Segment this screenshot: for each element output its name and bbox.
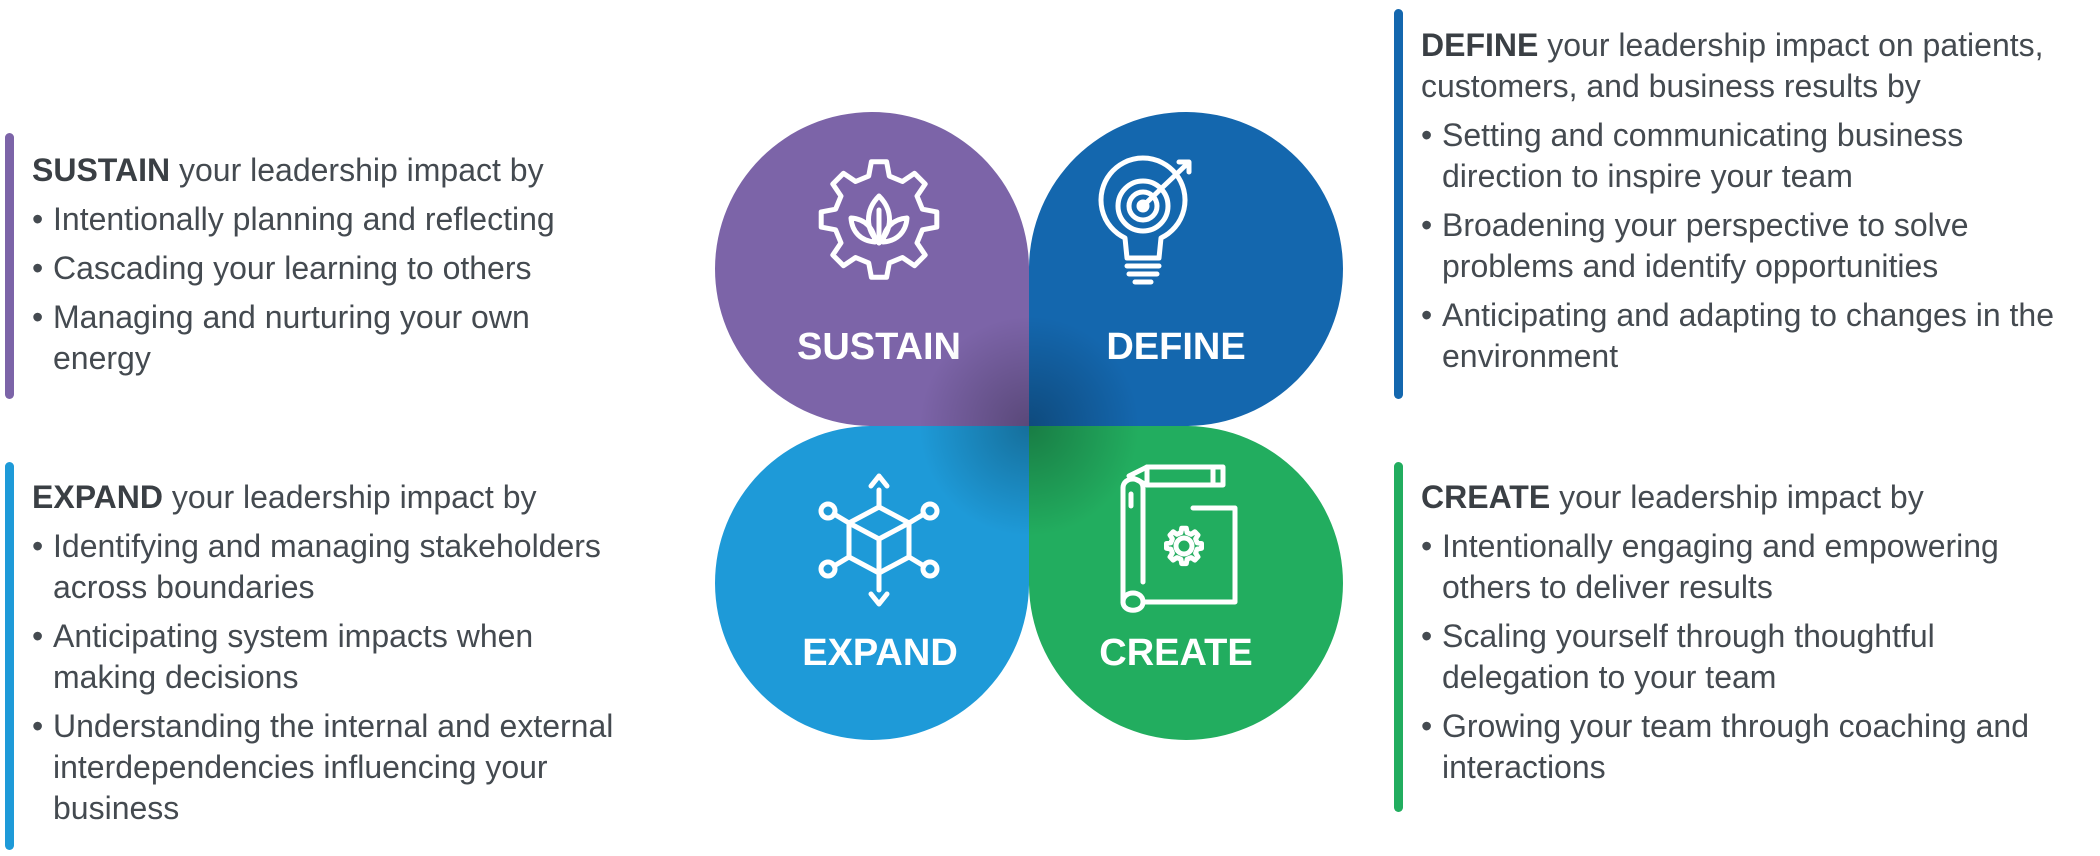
blueprint-pencil-icon bbox=[1120, 464, 1238, 613]
list-item: Managing and nurturing your own energy bbox=[32, 297, 617, 379]
create-keyword: CREATE bbox=[1421, 479, 1551, 515]
sustain-petal: SUSTAIN bbox=[715, 112, 1029, 426]
sustain-label: SUSTAIN bbox=[797, 326, 961, 368]
expand-label: EXPAND bbox=[802, 632, 958, 674]
list-item: Intentionally engaging and empowering ot… bbox=[1421, 526, 2061, 608]
list-item: Broadening your perspective to solve pro… bbox=[1421, 205, 2061, 287]
list-item: Cascading your learning to others bbox=[32, 248, 617, 289]
sustain-intro-text: your leadership impact by bbox=[178, 152, 544, 188]
list-item: Setting and communicating business direc… bbox=[1421, 115, 2061, 197]
create-list: Intentionally engaging and empowering ot… bbox=[1421, 526, 2061, 788]
expand-list: Identifying and managing stakeholders ac… bbox=[32, 526, 617, 829]
expand-intro-text: your leadership impact by bbox=[171, 479, 537, 515]
define-intro: DEFINE your leadership impact on patient… bbox=[1421, 25, 2093, 107]
create-intro: CREATE your leadership impact by bbox=[1421, 477, 2094, 518]
list-item: Intentionally planning and reflecting bbox=[32, 199, 617, 240]
list-item: Growing your team through coaching and i… bbox=[1421, 706, 2061, 788]
center-shadow bbox=[919, 316, 1139, 536]
sustain-intro: SUSTAIN your leadership impact by bbox=[32, 150, 645, 191]
gear-leaf-icon bbox=[818, 159, 940, 280]
define-list: Setting and communicating business direc… bbox=[1421, 115, 2061, 377]
sustain-panel: SUSTAIN your leadership impact by Intent… bbox=[5, 133, 645, 399]
list-item: Understanding the internal and external … bbox=[32, 706, 617, 829]
create-label: CREATE bbox=[1099, 632, 1252, 674]
sustain-keyword: SUSTAIN bbox=[32, 152, 171, 188]
expand-petal-shape bbox=[715, 426, 1029, 740]
define-keyword: DEFINE bbox=[1421, 27, 1539, 63]
expand-keyword: EXPAND bbox=[32, 479, 163, 515]
define-petal: DEFINE bbox=[1029, 112, 1343, 427]
expand-petal: EXPAND bbox=[715, 426, 1029, 740]
expand-accent-bar bbox=[5, 462, 14, 850]
define-panel: DEFINE your leadership impact on patient… bbox=[1394, 9, 2094, 399]
sustain-accent-bar bbox=[5, 133, 14, 399]
create-intro-text: your leadership impact by bbox=[1559, 479, 1924, 515]
create-panel: CREATE your leadership impact by Intenti… bbox=[1394, 462, 2094, 812]
expand-intro: EXPAND your leadership impact by bbox=[32, 477, 645, 518]
list-item: Identifying and managing stakeholders ac… bbox=[32, 526, 617, 608]
define-intro-text: your leadership impact on patients, cust… bbox=[1421, 27, 2044, 104]
target-bulb-icon bbox=[1098, 155, 1192, 285]
define-accent-bar bbox=[1394, 9, 1403, 399]
expand-panel: EXPAND your leadership impact by Identif… bbox=[5, 462, 645, 850]
create-petal-shape bbox=[1029, 426, 1343, 740]
four-petal-diagram: SUSTAIN DEFINE bbox=[715, 112, 1343, 740]
list-item: Anticipating system impacts when making … bbox=[32, 616, 617, 698]
define-label: DEFINE bbox=[1106, 326, 1245, 368]
create-accent-bar bbox=[1394, 462, 1403, 812]
list-item: Anticipating and adapting to changes in … bbox=[1421, 295, 2061, 377]
sustain-list: Intentionally planning and reflecting Ca… bbox=[32, 199, 617, 379]
create-petal: CREATE bbox=[1029, 426, 1343, 740]
network-cube-icon bbox=[818, 473, 940, 607]
list-item: Scaling yourself through thoughtful dele… bbox=[1421, 616, 2061, 698]
define-petal-shape bbox=[1029, 112, 1343, 427]
